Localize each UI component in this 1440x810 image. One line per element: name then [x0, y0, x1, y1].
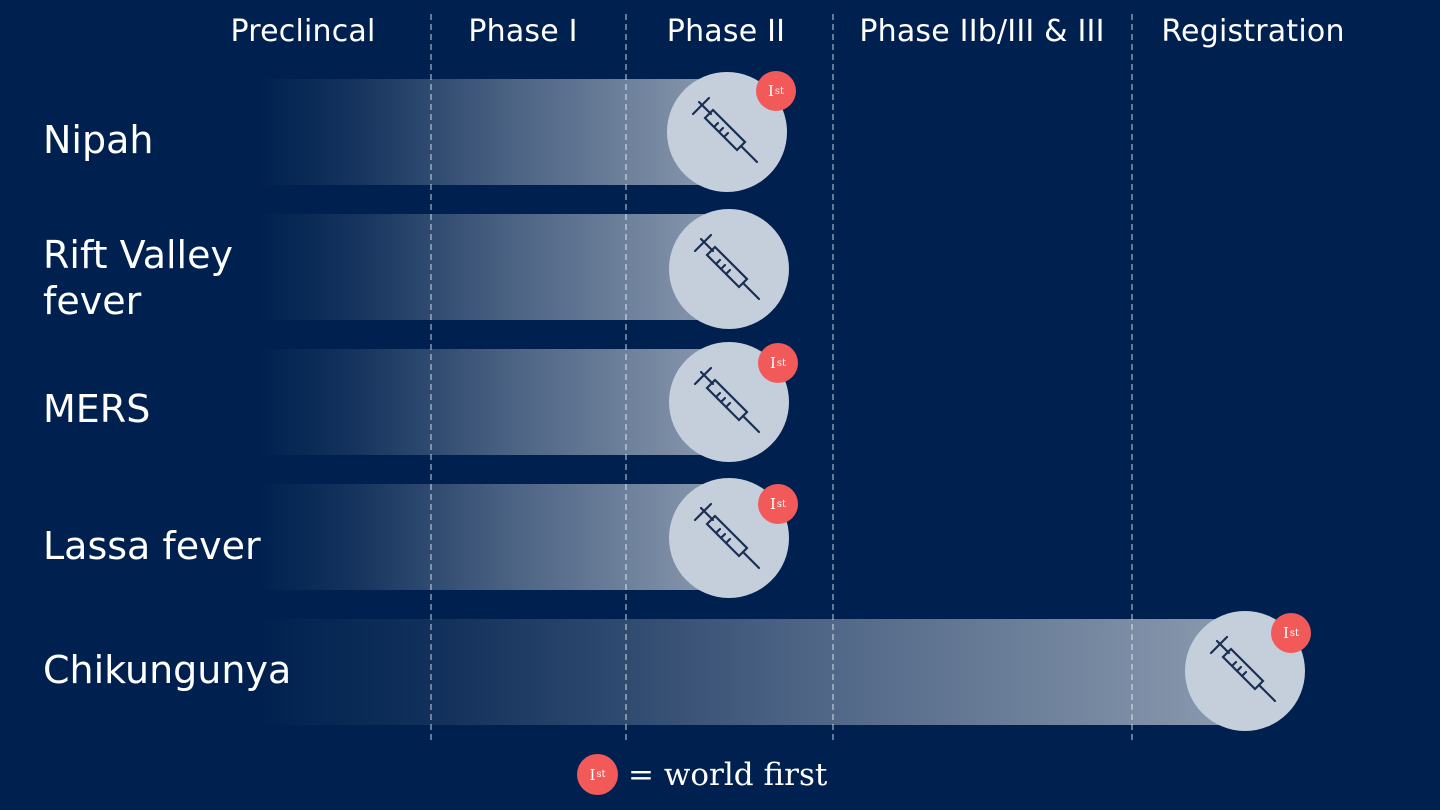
progress-bar-lassa-fever: [258, 484, 728, 590]
progress-bar-nipah: [258, 79, 728, 185]
phase-header-phase-2: Phase II: [666, 14, 786, 49]
progress-bar-mers: [258, 349, 728, 455]
syringe-icon: [693, 233, 761, 301]
syringe-icon: [693, 366, 761, 434]
row-label-chikungunya: Chikungunya: [43, 648, 292, 692]
phase-header-registration: Registration: [1161, 14, 1345, 49]
progress-bar-chikungunya: [258, 619, 1248, 725]
legend-text: = world first: [628, 756, 828, 793]
phase-divider: [832, 14, 834, 740]
vaccine-marker-rift-valley-fever: [669, 209, 789, 329]
phase-header-preclinical: Preclincal: [230, 14, 376, 49]
syringe-icon: [693, 502, 761, 570]
phase-divider: [1131, 14, 1133, 740]
row-label-lassa-fever: Lassa fever: [43, 524, 261, 568]
row-label-mers: MERS: [43, 387, 151, 431]
phase-header-phase-1: Phase I: [468, 14, 578, 49]
row-label-rift-valley-fever: Rift Valley fever: [43, 233, 233, 323]
row-label-nipah: Nipah: [43, 118, 154, 162]
syringe-icon: [691, 96, 759, 164]
progress-bar-rift-valley-fever: [258, 214, 728, 320]
phase-header-phase-3: Phase IIb/III & III: [859, 14, 1105, 49]
syringe-icon: [1209, 635, 1277, 703]
